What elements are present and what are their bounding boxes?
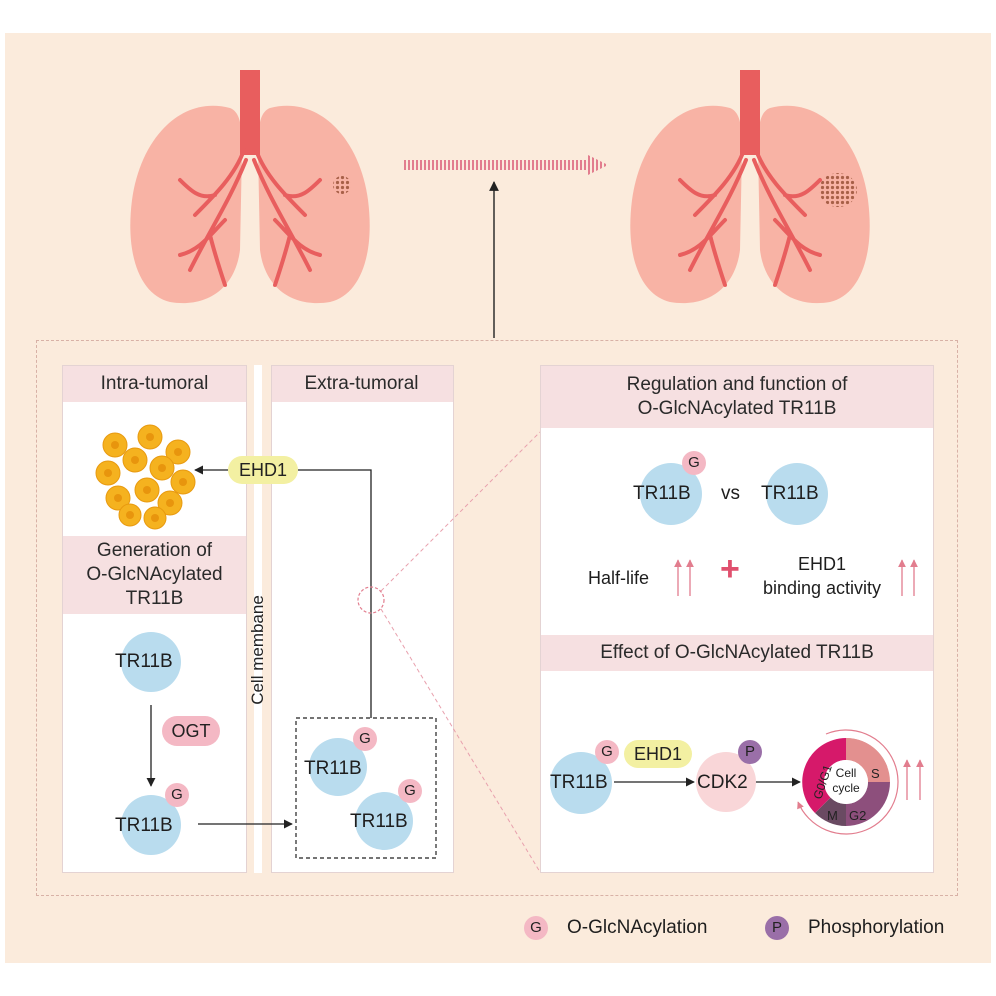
m-phase-label: M xyxy=(827,808,838,823)
tr11b-label: TR11B xyxy=(115,651,173,672)
vs-label: vs xyxy=(721,483,740,504)
ogt-pill: OGT xyxy=(162,716,220,746)
tr11b-label: TR11B xyxy=(304,758,362,779)
m-phase-segment xyxy=(815,797,846,826)
progression-arrow xyxy=(402,155,608,175)
s-phase-label: S xyxy=(871,766,880,781)
s-phase-segment xyxy=(846,738,890,782)
ehd1-binding-label: EHD1 binding activity xyxy=(762,554,882,598)
g0g1-phase-segment xyxy=(802,738,846,813)
g2-phase-label: G2 xyxy=(849,808,867,823)
outer-dashed-frame xyxy=(36,340,958,896)
extracellular-box xyxy=(295,717,437,859)
legend-g-label: O-GlcNAcylation xyxy=(567,917,708,938)
generation-header: Generation of O-GlcNAcylated TR11B xyxy=(63,536,246,614)
g-badge: G xyxy=(353,727,377,751)
small-tumor-icon xyxy=(333,176,351,194)
legend-p-icon: P xyxy=(765,916,789,940)
tr11b-label: TR11B xyxy=(761,483,819,504)
tr11b-extracellular-2 xyxy=(355,792,413,850)
increase-arrows-half-life xyxy=(674,559,694,596)
intra-tumoral-header: Intra-tumoral xyxy=(63,366,246,402)
tr11b-label: TR11B xyxy=(115,815,173,836)
tr11b-label: TR11B xyxy=(633,483,691,504)
legend-p-label: Phosphorylation xyxy=(808,917,945,938)
large-tumor-icon xyxy=(819,173,857,207)
g-badge: G xyxy=(398,779,422,803)
lung-healthy-icon xyxy=(130,70,370,304)
tr11b-label: TR11B xyxy=(550,772,608,793)
half-life-label: Half-life xyxy=(588,568,650,588)
g-badge: G xyxy=(682,451,706,475)
p-badge: P xyxy=(738,740,762,764)
extra-tumoral-header: Extra-tumoral xyxy=(270,366,453,402)
effect-header: Effect of O-GlcNAcylated TR11B xyxy=(541,635,933,671)
tr11b-protein xyxy=(121,632,181,692)
cell-cycle-label: Cell cycle xyxy=(832,766,860,795)
cdk2-label: CDK2 xyxy=(697,772,748,793)
increase-arrows-binding xyxy=(898,559,918,596)
g-badge: G xyxy=(165,783,189,807)
lung-tumor-icon xyxy=(630,70,870,304)
legend-g-icon: G xyxy=(524,916,548,940)
zoom-line-bottom xyxy=(380,608,541,873)
g2-phase-segment xyxy=(846,782,890,826)
ehd1-pill-right: EHD1 xyxy=(624,740,692,768)
cycle-direction-arrow xyxy=(797,729,899,835)
zoom-circle xyxy=(357,586,385,614)
zoom-line-top xyxy=(380,431,541,592)
ehd1-pill-left: EHD1 xyxy=(228,456,298,484)
cell-cycle-ring-icon xyxy=(797,729,899,835)
g-badge: G xyxy=(595,740,619,764)
tr11b-label: TR11B xyxy=(350,811,408,832)
ehd1-connector xyxy=(298,469,372,718)
cell-membrane-core xyxy=(254,365,262,873)
increase-arrows-cycle xyxy=(903,759,924,800)
tr11b-protein xyxy=(766,463,828,525)
plus-sign: + xyxy=(720,550,740,588)
regulation-header: Regulation and function of O-GlcNAcylate… xyxy=(541,366,933,428)
